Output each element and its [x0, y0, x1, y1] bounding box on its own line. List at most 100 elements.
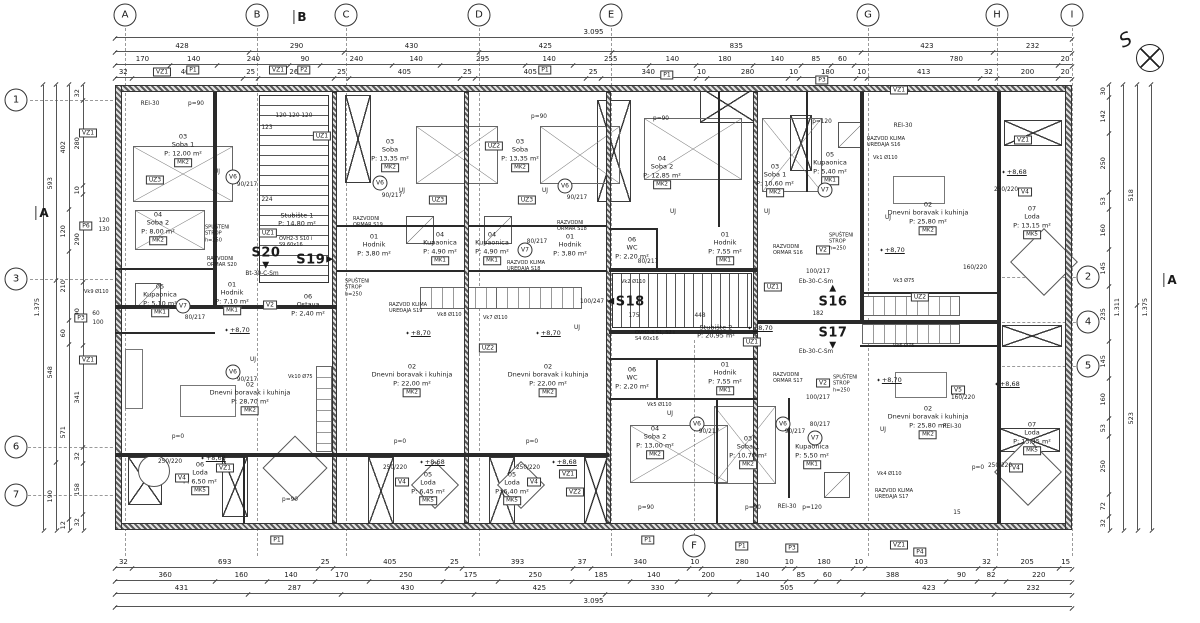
plan-shape [584, 457, 608, 525]
wall [606, 92, 611, 523]
room-material-tag: MK2 [919, 430, 937, 440]
room-name: Kupaonica [795, 442, 829, 451]
annotation-tag: V6 [225, 169, 241, 185]
dimension-segment: 232 [993, 40, 1072, 52]
room-name: Soba 1 [763, 170, 787, 179]
annotation-tag: V2 [816, 378, 830, 388]
plan-shape [135, 210, 205, 250]
unit-direction-arrow-icon: ▼ [262, 260, 270, 271]
wall [464, 92, 469, 523]
dimension-segment: 235 [1098, 286, 1110, 343]
room-name: Soba [381, 145, 399, 154]
annotation-tag: 80/217 [637, 259, 659, 265]
unit-id: S20 [251, 245, 281, 261]
room-material-tag: MK5 [1023, 446, 1041, 456]
room-label: Stubište 1 P: 14,80 m² [278, 212, 316, 229]
annotation-tag: +8,68 [994, 380, 1020, 388]
annotation-tag: A [35, 206, 49, 220]
room-material-tag: MK5 [1023, 230, 1041, 240]
dimension-segment: 85 [786, 569, 816, 581]
dimension-segment: 160 [1098, 210, 1110, 251]
plan-shape [125, 349, 143, 409]
annotation-tag: 90/217 [236, 377, 258, 383]
annotation-tag: V4 [1018, 187, 1032, 197]
dimension-segment: 60 [58, 320, 70, 345]
annotation-tag: Vk8 Ø110 [437, 311, 462, 318]
room-label: 01 Hodnik P: 3,80 m² [553, 232, 587, 257]
plan-shape [644, 118, 742, 180]
annotation-tag: RAZVOD KLIMA UREĐAJA S16 [867, 135, 906, 148]
dimension-segment: 10 [853, 558, 865, 568]
grid-axis-line [1002, 322, 1086, 323]
annotation-tag: Vk1 Ø110 [873, 154, 898, 161]
annotation-tag: P3 [785, 543, 799, 553]
dimension-segment: 140 [648, 53, 697, 65]
compass-icon [1136, 44, 1164, 72]
annotation-tag: 90/217 [236, 182, 258, 188]
room-label: 02 Dnevni boravak i kuhinja P: 28,70 m² … [210, 380, 290, 416]
annotation-tag: UZ3 [428, 195, 448, 205]
room-name: Dnevni boravak i kuhinja [887, 208, 969, 217]
dimension-segment: 423 [860, 40, 994, 52]
annotation-tag: 120 [98, 218, 110, 224]
dimension-segment: 280 [700, 556, 784, 568]
room-label: 02 Dnevni boravak i kuhinja P: 25,80 m² … [888, 404, 968, 440]
room-name: Hodnik [713, 238, 737, 247]
room-name: Hodnik [558, 240, 582, 249]
room-number: 06 [195, 460, 205, 469]
room-area: P: 4,90 m² [475, 247, 509, 256]
room-material-tag: MK2 [149, 236, 167, 246]
room-number: 05 [507, 470, 517, 479]
room-area: P: 13,35 m² [371, 154, 409, 163]
dim-col-left-overall: 1.375 [32, 85, 44, 530]
room-name: Soba 1 [171, 140, 195, 149]
room-material-tag: MK2 [766, 188, 784, 198]
annotation-tag: UZ2 [910, 292, 930, 302]
room-material-tag: MK2 [919, 226, 937, 236]
room-name: Soba [511, 145, 529, 154]
dimension-segment: 72 [1098, 495, 1110, 517]
annotation-tag: p=120 [812, 119, 832, 125]
annotation-tag: Vk3 Ø75 [893, 277, 915, 284]
room-material-tag: MK5 [503, 496, 521, 506]
annotation-tag: +8,70 [879, 246, 905, 254]
room-number: 04 [435, 230, 445, 239]
room-label: 03 Soba P: 13,35 m² MK2 [371, 137, 409, 173]
wall [115, 523, 1072, 530]
annotation-tag: p=90 [282, 497, 298, 503]
dimension-segment: 10 [783, 558, 795, 568]
annotation-tag: V4 [527, 477, 541, 487]
annotation-tag: V4 [1009, 463, 1023, 473]
dimension-segment: 170 [314, 569, 369, 581]
dimension-segment: 518 [1126, 85, 1138, 307]
plan-shape [762, 118, 822, 192]
annotation-tag: P1 [186, 65, 200, 75]
annotation-tag: SPUŠTENI STROP h=250 [205, 224, 230, 244]
annotation-tag: REI-30 [140, 101, 160, 107]
grid-bubble: E [599, 3, 623, 27]
dimension-segment: 10 [72, 185, 84, 196]
room-area: P: 14,80 m² [278, 220, 316, 228]
room-area: P: 5,40 m² [813, 167, 847, 176]
dimension-segment: 30 [1098, 85, 1110, 98]
grid-bubble: 7 [4, 483, 28, 507]
wall [860, 292, 999, 294]
room-number: 02 [245, 380, 255, 389]
annotation-tag: V7 [175, 298, 191, 314]
room-label: 01 Hodnik P: 3,80 m² [357, 232, 391, 257]
room-label: 05 Kupaonica P: 5,10 m² MK1 [143, 282, 177, 318]
wall [788, 398, 790, 498]
plan-shape [138, 455, 170, 487]
dimension-segment: 200 [996, 66, 1059, 78]
annotation-tag: V2 [816, 245, 830, 255]
annotation-tag: V7 [517, 242, 533, 258]
dimension-segment: 140 [525, 53, 573, 65]
room-number: 04 [657, 154, 667, 163]
annotation-tag: UJ [250, 357, 256, 363]
room-area: P: 6,50 m² [183, 477, 217, 486]
annotation-tag: p=90 [653, 116, 669, 122]
room-number: 06 [303, 292, 313, 301]
